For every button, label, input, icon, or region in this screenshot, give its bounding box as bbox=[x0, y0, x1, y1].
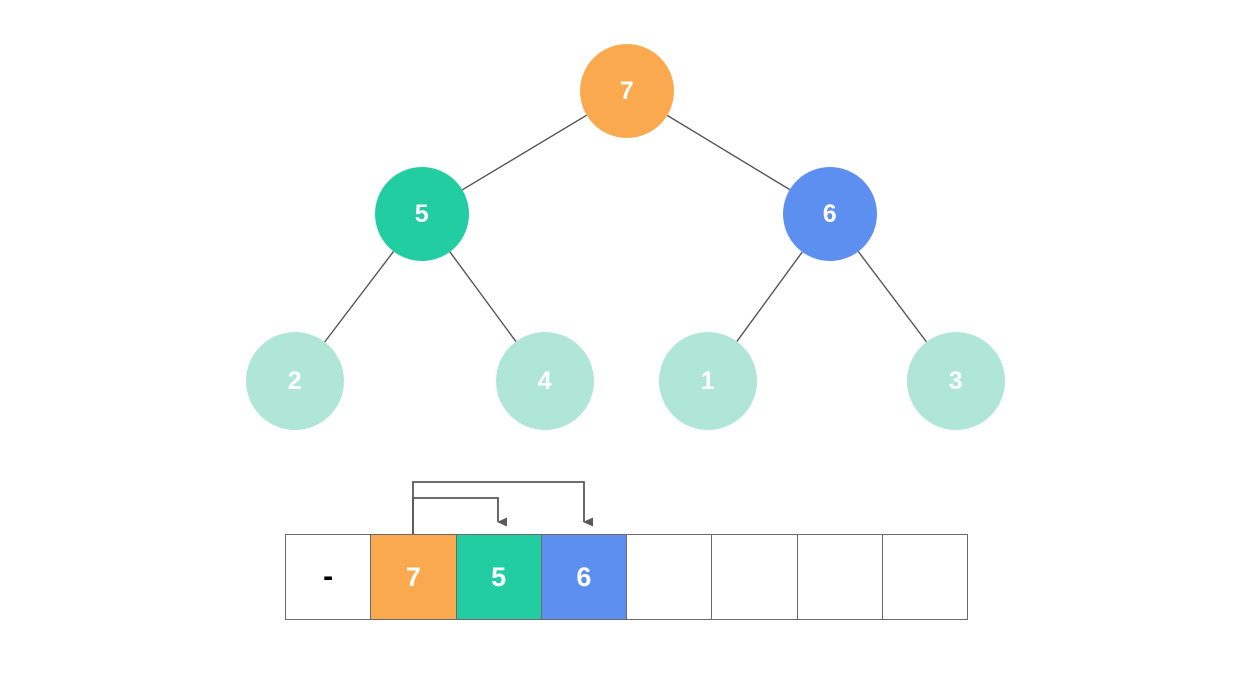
tree-edge-n6-n1 bbox=[736, 251, 803, 342]
array-cell-2[interactable]: 5 bbox=[456, 535, 542, 619]
array-cell-value: 5 bbox=[491, 561, 507, 592]
tree-node-label: 3 bbox=[948, 366, 964, 395]
array-cell-7[interactable] bbox=[882, 535, 967, 619]
tree-edge-n6-n3 bbox=[857, 251, 928, 343]
pointer-path bbox=[412, 497, 507, 534]
tree-edge-n7-n5 bbox=[461, 114, 588, 191]
tree-node-2[interactable]: 2 bbox=[246, 332, 344, 430]
tree-node-3[interactable]: 3 bbox=[907, 332, 1005, 430]
tree-edge-n7-n6 bbox=[666, 114, 791, 191]
heap-array: - 7 5 6 bbox=[285, 534, 968, 620]
pointer-parent-to-right-child bbox=[412, 481, 593, 534]
tree-node-label: 6 bbox=[822, 199, 838, 228]
array-cell-5[interactable] bbox=[712, 535, 798, 619]
pointer-parent-to-left-child bbox=[412, 497, 507, 534]
array-cell-value: 7 bbox=[405, 561, 421, 592]
array-cell-value: - bbox=[323, 560, 334, 593]
array-cell-1[interactable]: 7 bbox=[371, 535, 457, 619]
tree-node-7[interactable]: 7 bbox=[580, 44, 674, 138]
array-cell-0[interactable]: - bbox=[286, 535, 372, 619]
tree-edge-n5-n2 bbox=[324, 250, 395, 343]
tree-node-1[interactable]: 1 bbox=[659, 332, 757, 430]
array-cell-4[interactable] bbox=[627, 535, 713, 619]
tree-node-label: 7 bbox=[619, 76, 635, 105]
tree-node-6[interactable]: 6 bbox=[783, 167, 877, 261]
tree-node-label: 4 bbox=[537, 366, 553, 395]
tree-node-4[interactable]: 4 bbox=[496, 332, 594, 430]
tree-node-label: 1 bbox=[700, 366, 716, 395]
array-cell-6[interactable] bbox=[797, 535, 883, 619]
tree-edge-n5-n4 bbox=[449, 251, 517, 342]
pointer-path bbox=[412, 481, 593, 534]
array-cell-3[interactable]: 6 bbox=[541, 535, 627, 619]
tree-node-label: 2 bbox=[287, 366, 303, 395]
array-cell-value: 6 bbox=[576, 561, 592, 592]
tree-node-label: 5 bbox=[414, 199, 430, 228]
tree-node-5[interactable]: 5 bbox=[375, 167, 469, 261]
pointer-arrow-group bbox=[412, 481, 593, 534]
